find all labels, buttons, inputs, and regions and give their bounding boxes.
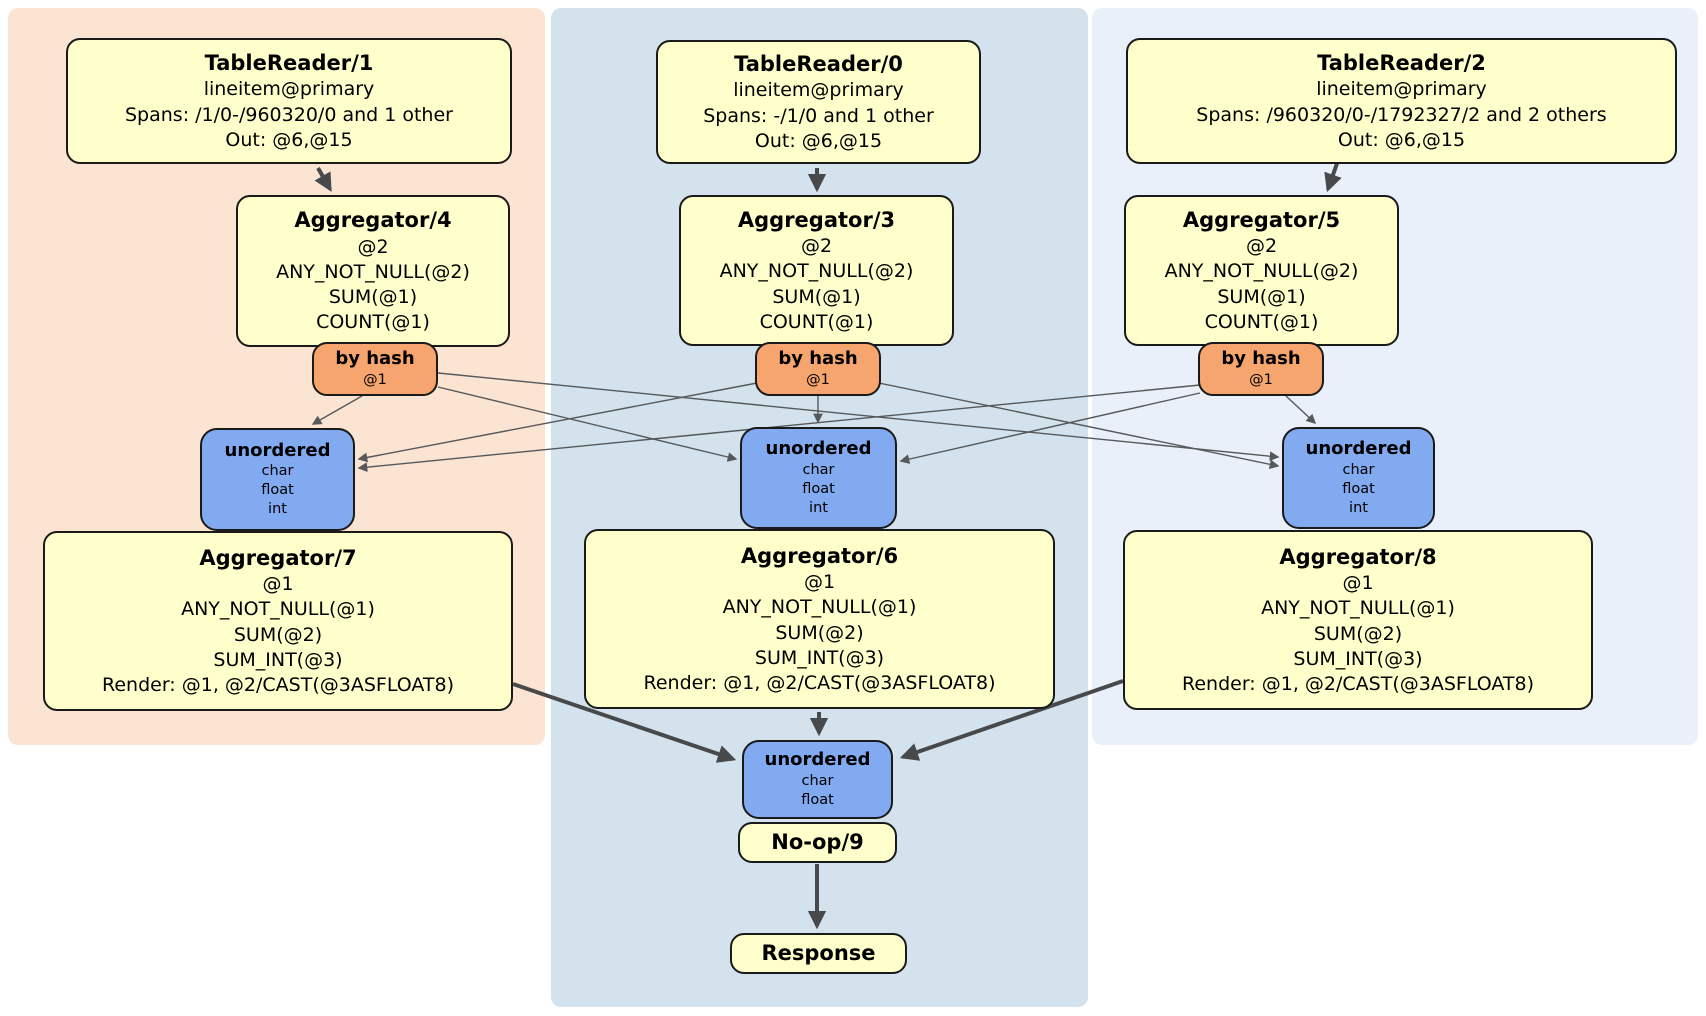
- node-detail-line: SUM_INT(@3): [1293, 647, 1423, 670]
- plan-node-response: Response: [730, 933, 907, 974]
- plan-node-tablereader-0: TableReader/0 lineitem@primary Spans: -/…: [656, 40, 981, 164]
- node-detail-line: Out: @6,@15: [1337, 128, 1466, 151]
- router-detail: @1: [1249, 371, 1273, 388]
- sync-unordered-final: unordered char float: [742, 740, 893, 819]
- node-detail-line: COUNT(@1): [759, 310, 874, 333]
- sync-type: int: [1349, 499, 1368, 516]
- router-label: by hash: [335, 348, 415, 370]
- node-detail-line: @2: [800, 235, 833, 258]
- node-detail-line: lineitem@primary: [1316, 78, 1487, 101]
- node-detail-line: lineitem@primary: [203, 78, 375, 101]
- node-title: Response: [761, 941, 876, 966]
- node-detail-line: SUM(@2): [775, 621, 864, 644]
- node-detail-line: Out: @6,@15: [754, 129, 883, 152]
- node-title: Aggregator/5: [1182, 207, 1341, 232]
- sync-type: char: [1342, 461, 1375, 478]
- node-detail-line: Render: @1, @2/CAST(@3ASFLOAT8): [102, 674, 454, 697]
- sync-type: float: [261, 482, 294, 499]
- node-title: Aggregator/7: [199, 545, 357, 570]
- node-detail-line: SUM(@2): [233, 623, 323, 646]
- node-title: TableReader/1: [204, 50, 374, 75]
- node-detail-line: Render: @1, @2/CAST(@3ASFLOAT8): [643, 672, 996, 695]
- node-detail-line: SUM_INT(@3): [754, 646, 885, 669]
- sync-label: unordered: [765, 438, 872, 460]
- sync-label: unordered: [224, 439, 331, 461]
- node-detail-line: ANY_NOT_NULL(@1): [181, 598, 375, 621]
- node-detail-line: @2: [1245, 235, 1278, 258]
- node-title: Aggregator/4: [294, 208, 452, 233]
- node-detail-line: SUM(@1): [1217, 285, 1306, 308]
- plan-node-aggregator-6: Aggregator/6 @1 ANY_NOT_NULL(@1) SUM(@2)…: [584, 529, 1055, 709]
- sync-label: unordered: [764, 749, 871, 771]
- node-detail-line: @1: [262, 573, 294, 595]
- router-detail: @1: [363, 371, 387, 388]
- sync-type: int: [268, 501, 287, 518]
- sync-label: unordered: [1305, 438, 1412, 460]
- node-title: Aggregator/3: [737, 207, 896, 232]
- sync-type: char: [802, 461, 835, 478]
- plan-node-aggregator-4: Aggregator/4 @2 ANY_NOT_NULL(@2) SUM(@1)…: [236, 195, 510, 347]
- node-detail-line: ANY_NOT_NULL(@1): [722, 596, 917, 619]
- node-detail-line: Spans: /1/0-/960320/0 and 1 other: [125, 103, 453, 126]
- node-title: Aggregator/8: [1279, 544, 1437, 569]
- router-label: by hash: [1221, 348, 1301, 370]
- node-detail-line: ANY_NOT_NULL(@2): [719, 260, 914, 283]
- node-detail-line: SUM(@1): [328, 286, 418, 309]
- plan-node-aggregator-5: Aggregator/5 @2 ANY_NOT_NULL(@2) SUM(@1)…: [1124, 195, 1399, 346]
- plan-node-tablereader-1: TableReader/1 lineitem@primary Spans: /1…: [66, 38, 512, 164]
- router-detail: @1: [806, 371, 830, 388]
- node-detail-line: ANY_NOT_NULL(@1): [1261, 597, 1455, 620]
- node-detail-line: SUM(@1): [772, 285, 861, 308]
- node-title: No-op/9: [771, 830, 864, 855]
- sync-unordered-7: unordered char float int: [200, 428, 355, 531]
- node-detail-line: Out: @6,@15: [225, 128, 353, 151]
- router-by-hash-4: by hash @1: [312, 342, 438, 396]
- node-title: TableReader/0: [734, 51, 903, 76]
- sync-type: float: [801, 791, 834, 808]
- plan-node-aggregator-7: Aggregator/7 @1 ANY_NOT_NULL(@1) SUM(@2)…: [43, 531, 513, 711]
- node-detail-line: Render: @1, @2/CAST(@3ASFLOAT8): [1182, 673, 1534, 696]
- node-detail-line: Spans: /960320/0-/1792327/2 and 2 others: [1196, 103, 1607, 126]
- router-by-hash-3: by hash @1: [755, 342, 881, 396]
- node-detail-line: Spans: -/1/0 and 1 other: [703, 104, 934, 127]
- node-detail-line: @1: [803, 571, 836, 593]
- node-title: Aggregator/6: [740, 543, 899, 568]
- sync-type: char: [261, 463, 294, 480]
- plan-node-tablereader-2: TableReader/2 lineitem@primary Spans: /9…: [1126, 38, 1677, 164]
- sync-type: char: [801, 772, 834, 789]
- sync-type: float: [802, 480, 835, 497]
- node-detail-line: @1: [1342, 572, 1374, 594]
- plan-node-noop-9: No-op/9: [738, 822, 897, 863]
- sync-unordered-8: unordered char float int: [1282, 427, 1435, 529]
- sync-unordered-6: unordered char float int: [740, 427, 897, 529]
- node-detail-line: COUNT(@1): [316, 311, 430, 334]
- node-detail-line: lineitem@primary: [733, 79, 904, 102]
- router-label: by hash: [778, 348, 858, 370]
- node-detail-line: SUM(@2): [1313, 622, 1403, 645]
- node-title: TableReader/2: [1317, 50, 1486, 75]
- node-detail-line: ANY_NOT_NULL(@2): [1164, 260, 1359, 283]
- router-by-hash-5: by hash @1: [1198, 342, 1324, 396]
- node-detail-line: COUNT(@1): [1204, 310, 1319, 333]
- sync-type: float: [1342, 480, 1375, 497]
- node-detail-line: @2: [357, 235, 389, 258]
- sync-type: int: [809, 499, 828, 516]
- plan-node-aggregator-3: Aggregator/3 @2 ANY_NOT_NULL(@2) SUM(@1)…: [679, 195, 954, 346]
- node-detail-line: SUM_INT(@3): [213, 648, 343, 671]
- node-detail-line: ANY_NOT_NULL(@2): [276, 260, 470, 283]
- plan-node-aggregator-8: Aggregator/8 @1 ANY_NOT_NULL(@1) SUM(@2)…: [1123, 530, 1593, 710]
